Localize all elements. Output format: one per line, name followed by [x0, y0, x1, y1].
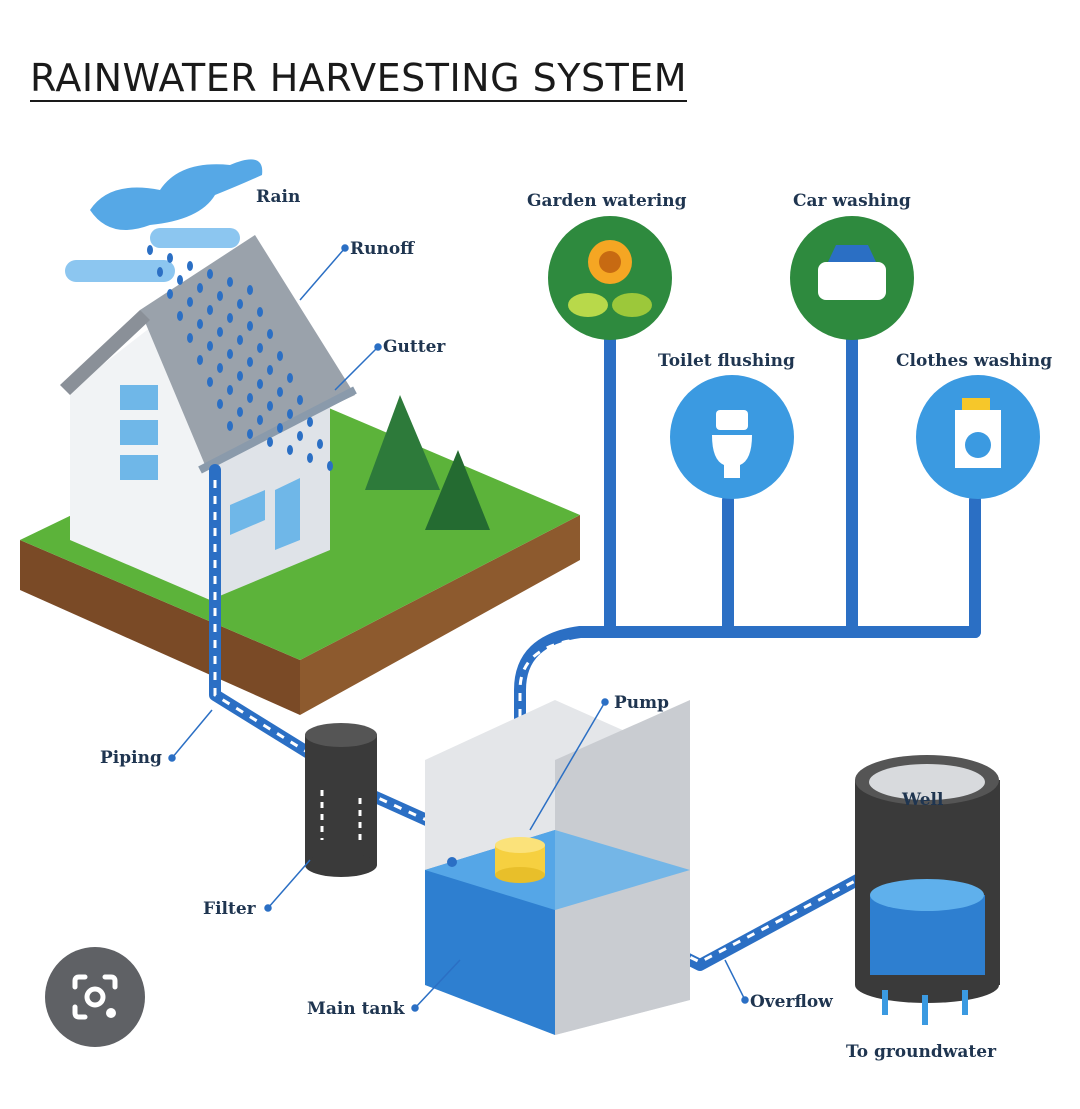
well — [855, 755, 1000, 1025]
raindrop-icon — [277, 351, 283, 361]
raindrop-icon — [197, 283, 203, 293]
raindrop-icon — [147, 245, 153, 255]
raindrop-icon — [257, 379, 263, 389]
raindrop-icon — [217, 291, 223, 301]
raindrop-icon — [277, 387, 283, 397]
raindrop-icon — [217, 363, 223, 373]
raindrop-icon — [287, 373, 293, 383]
raindrop-icon — [267, 401, 273, 411]
label-runoff: Runoff — [350, 239, 415, 259]
raindrop-icon — [267, 329, 273, 339]
raindrop-icon — [267, 365, 273, 375]
raindrop-icon — [237, 335, 243, 345]
raindrop-icon — [227, 421, 233, 431]
raindrop-icon — [307, 417, 313, 427]
raindrop-icon — [227, 385, 233, 395]
label-car-washing: Car washing — [793, 191, 911, 211]
raindrop-icon — [297, 431, 303, 441]
raindrop-icon — [187, 297, 193, 307]
raindrop-icon — [227, 349, 233, 359]
clothes-washing-icon — [916, 375, 1040, 499]
raindrop-icon — [207, 341, 213, 351]
raindrop-icon — [307, 453, 313, 463]
raindrop-icon — [257, 415, 263, 425]
raindrop-icon — [247, 285, 253, 295]
raindrop-icon — [217, 327, 223, 337]
raindrop-icon — [257, 343, 263, 353]
raindrop-icon — [187, 333, 193, 343]
label-well: Well — [901, 790, 944, 810]
raindrop-icon — [237, 299, 243, 309]
toilet-flushing-icon — [670, 375, 794, 499]
label-rain: Rain — [256, 187, 300, 207]
raindrop-icon — [247, 321, 253, 331]
raindrop-icon — [167, 253, 173, 263]
raindrop-icon — [177, 311, 183, 321]
house — [60, 235, 357, 600]
cloud-icon — [65, 159, 263, 282]
raindrop-icon — [217, 399, 223, 409]
raindrop-icon — [177, 275, 183, 285]
raindrop-icon — [237, 407, 243, 417]
diagram-title: RAINWATER HARVESTING SYSTEM — [30, 56, 688, 102]
label-main-tank: Main tank — [307, 999, 406, 1019]
raindrop-icon — [167, 289, 173, 299]
raindrop-icon — [287, 409, 293, 419]
raindrop-icon — [267, 437, 273, 447]
label-garden-watering: Garden watering — [527, 191, 687, 211]
arrow-down-icon — [882, 990, 968, 1025]
raindrop-icon — [197, 355, 203, 365]
label-piping: Piping — [100, 748, 162, 768]
raindrop-icon — [327, 461, 333, 471]
label-to-groundwater: To groundwater — [846, 1042, 997, 1062]
garden-watering-icon — [548, 216, 672, 340]
raindrop-icon — [317, 439, 323, 449]
label-pump: Pump — [614, 693, 669, 713]
raindrop-icon — [207, 269, 213, 279]
pump-icon — [495, 837, 545, 883]
raindrops — [147, 245, 333, 471]
raindrop-icon — [207, 377, 213, 387]
raindrop-icon — [227, 313, 233, 323]
raindrop-icon — [247, 393, 253, 403]
raindrop-icon — [277, 423, 283, 433]
raindrop-icon — [297, 395, 303, 405]
raindrop-icon — [237, 371, 243, 381]
label-filter: Filter — [203, 899, 257, 919]
label-clothes-washing: Clothes washing — [896, 351, 1052, 371]
camera-search-icon — [72, 974, 118, 1020]
raindrop-icon — [257, 307, 263, 317]
main-tank — [425, 700, 690, 1035]
car-washing-icon — [790, 216, 914, 340]
label-toilet-flushing: Toilet flushing — [658, 351, 795, 371]
lens-search-button[interactable] — [45, 947, 145, 1047]
raindrop-icon — [207, 305, 213, 315]
raindrop-icon — [157, 267, 163, 277]
raindrop-icon — [227, 277, 233, 287]
tree-icon — [365, 395, 490, 530]
raindrop-icon — [247, 357, 253, 367]
raindrop-icon — [197, 319, 203, 329]
raindrop-icon — [287, 445, 293, 455]
raindrop-icon — [247, 429, 253, 439]
leader-lines — [168, 244, 749, 1012]
raindrop-icon — [187, 261, 193, 271]
label-gutter: Gutter — [383, 337, 446, 357]
filter-tank — [305, 723, 377, 877]
label-overflow: Overflow — [750, 992, 833, 1012]
